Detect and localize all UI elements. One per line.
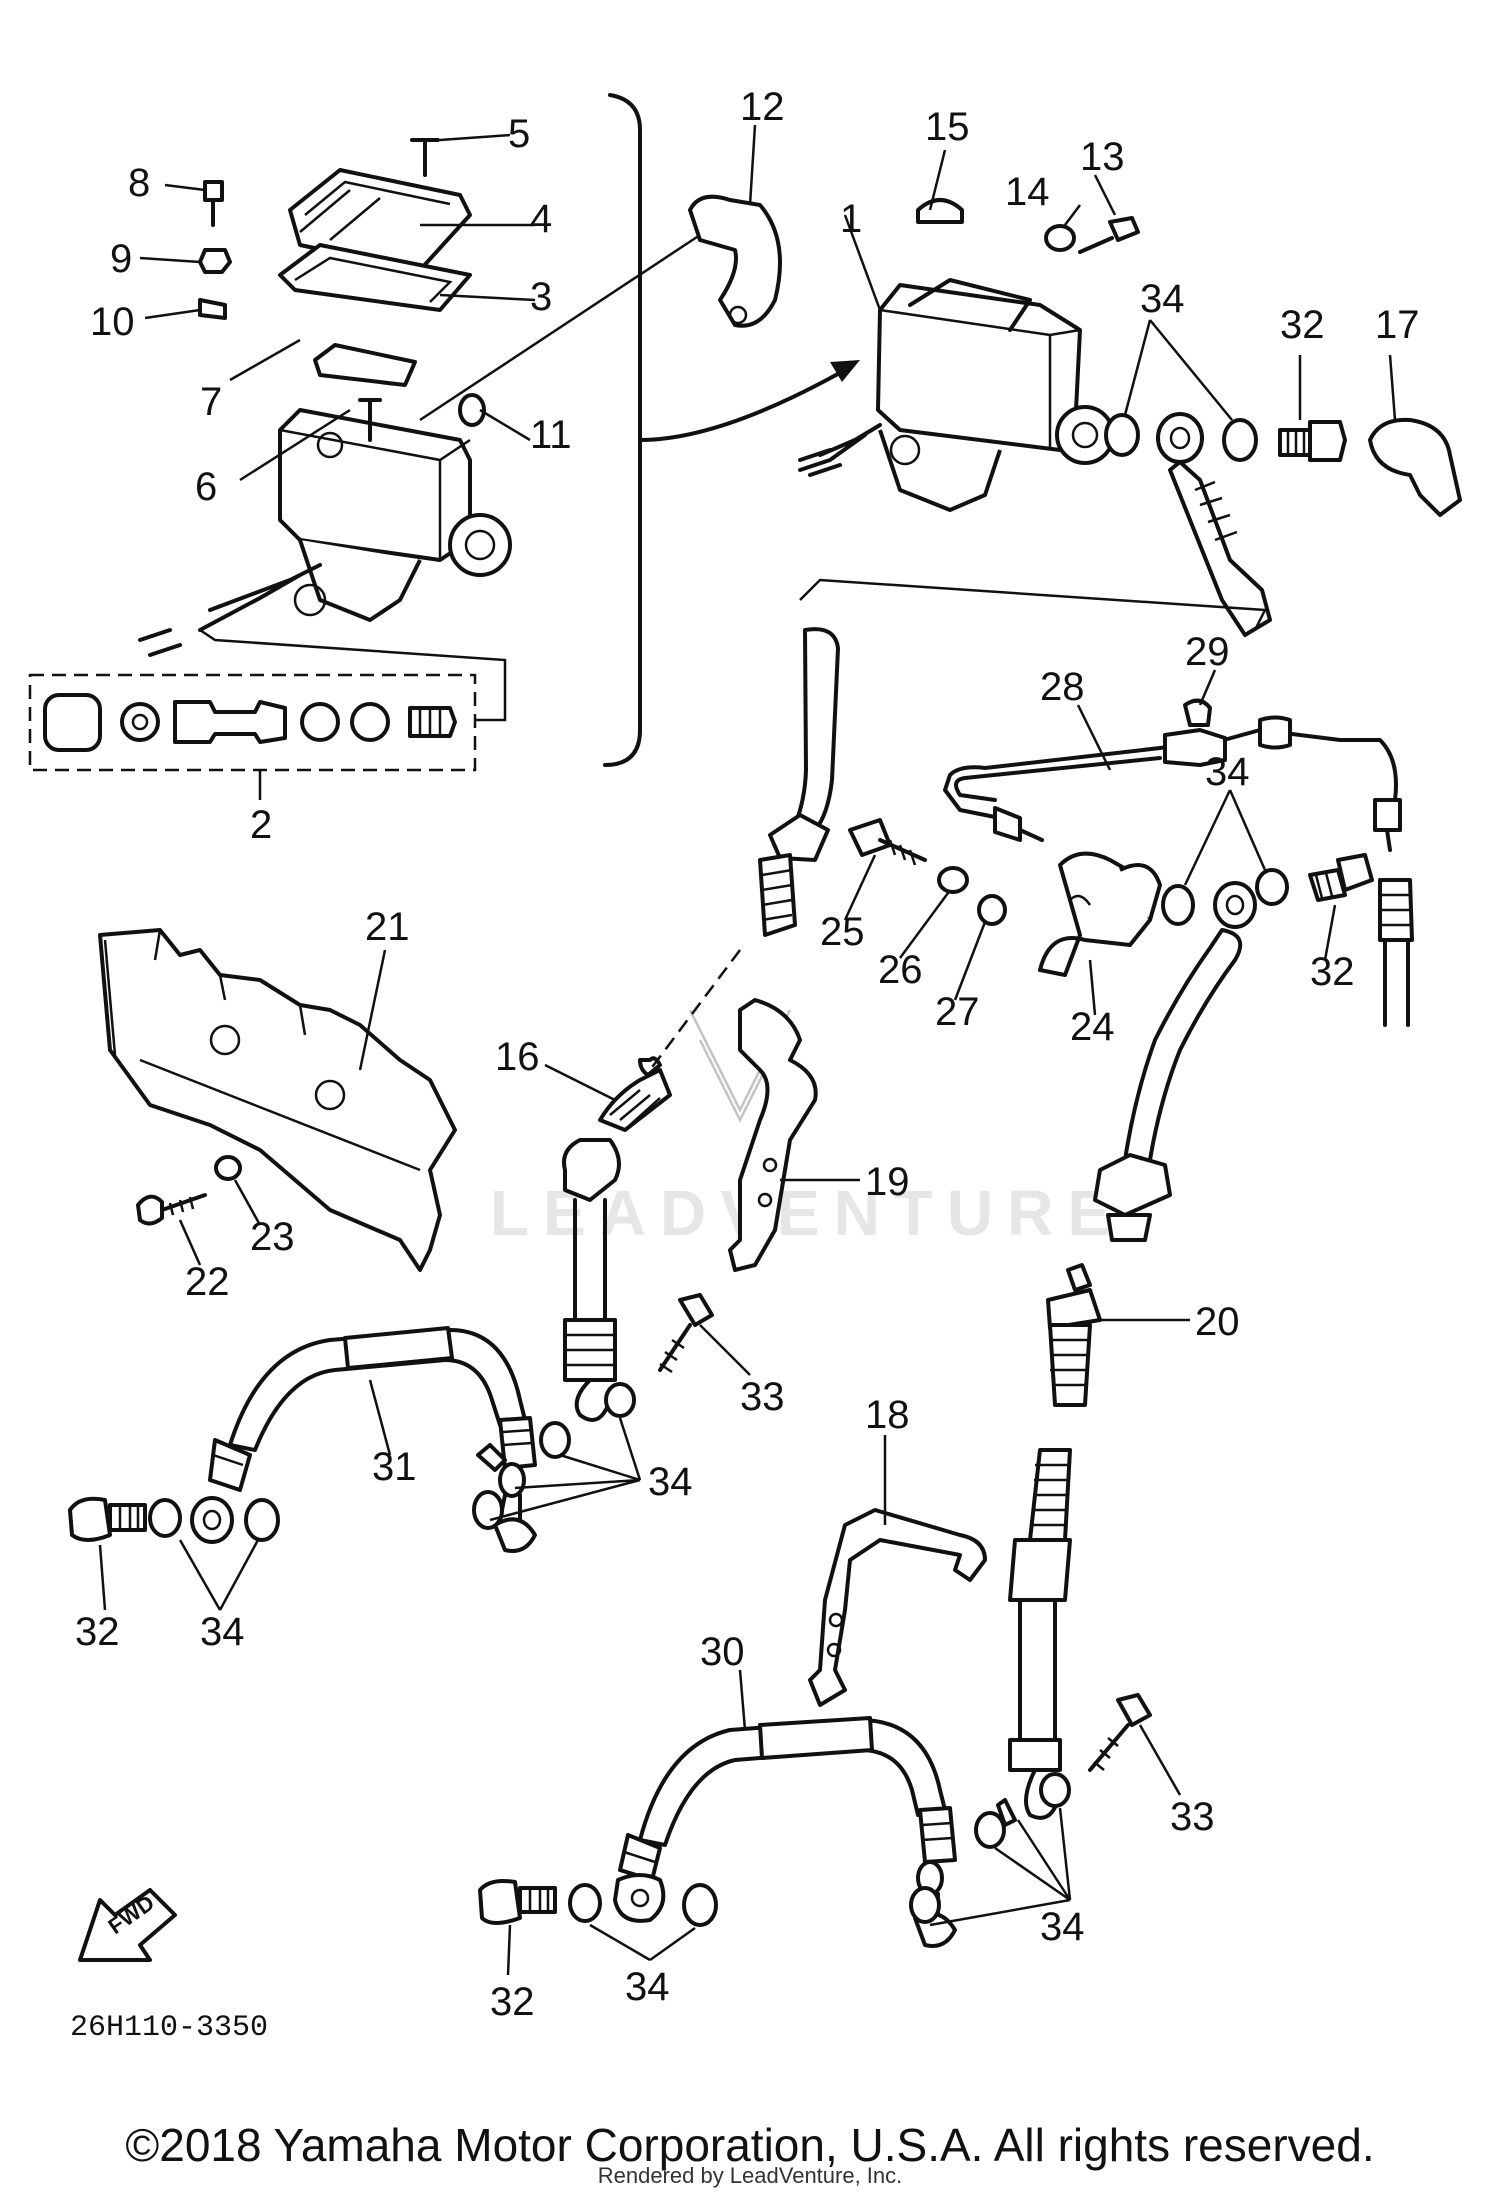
callout-22: 22 xyxy=(185,1260,230,1304)
callout-3: 3 xyxy=(530,275,552,319)
callout-34-e: 34 xyxy=(1040,1905,1085,1949)
callout-32-a: 32 xyxy=(1280,303,1325,347)
brake-joint-24 xyxy=(1038,851,1162,977)
clamp-holder xyxy=(688,194,782,328)
callout-20: 20 xyxy=(1195,1300,1240,1344)
union-bolt-washers xyxy=(848,818,1007,926)
callout-32-d: 32 xyxy=(490,1980,535,2024)
cover-21 xyxy=(98,928,457,1272)
union-bolt-32-bottom xyxy=(478,1879,718,1927)
callout-34-f: 34 xyxy=(625,1965,670,2009)
callout-32-c: 32 xyxy=(75,1610,120,1654)
brake-hose-31 xyxy=(208,1326,537,1553)
brake-hose-30 xyxy=(613,1716,957,1948)
callout-1: 1 xyxy=(840,197,862,241)
callout-30: 30 xyxy=(700,1630,745,1674)
callout-21: 21 xyxy=(365,905,410,949)
bolt-33-right xyxy=(1088,1693,1152,1772)
master-cylinder-exploded xyxy=(28,133,536,800)
callout-4: 4 xyxy=(530,197,552,241)
callout-13: 13 xyxy=(1080,135,1125,179)
callout-32-b: 32 xyxy=(1310,950,1355,994)
callout-34-a: 34 xyxy=(1140,277,1185,321)
callout-18: 18 xyxy=(865,1393,910,1437)
copyright-notice: ©2018 Yamaha Motor Corporation, U.S.A. A… xyxy=(125,2119,1375,2171)
callout-8: 8 xyxy=(128,161,150,205)
callout-33-b: 33 xyxy=(1170,1795,1215,1839)
union-bolt-32-left xyxy=(68,1496,280,1544)
washers-34-right xyxy=(909,1772,1071,1924)
callout-6: 6 xyxy=(195,465,217,509)
callout-9: 9 xyxy=(110,237,132,281)
diagram-code: 26H110-3350 xyxy=(70,2011,268,2045)
callout-31: 31 xyxy=(372,1445,417,1489)
callout-19: 19 xyxy=(865,1160,910,1204)
callout-34-b: 34 xyxy=(1205,750,1250,794)
right-junction-parts xyxy=(1161,853,1414,1027)
callout-2: 2 xyxy=(250,803,272,847)
callout-7: 7 xyxy=(200,380,222,424)
group-bracket xyxy=(603,93,642,767)
callout-27: 27 xyxy=(935,990,980,1034)
fwd-arrow: FWD xyxy=(78,1888,177,1962)
callout-5: 5 xyxy=(508,112,530,156)
assembly-arrowhead xyxy=(830,360,860,382)
bolt-22-washer-23 xyxy=(136,1155,242,1226)
rendered-by-notice: Rendered by LeadVenture, Inc. xyxy=(597,2163,903,2188)
callout-33-a: 33 xyxy=(740,1375,785,1419)
callout-28: 28 xyxy=(1040,665,1085,709)
callout-16: 16 xyxy=(495,1035,540,1079)
callout-25: 25 xyxy=(820,910,865,954)
callout-26: 26 xyxy=(878,948,923,992)
hose-bracket-19 xyxy=(728,998,818,1272)
callout-34-d: 34 xyxy=(200,1610,245,1654)
hose-bracket-18 xyxy=(808,1508,987,1707)
callout-labels: 5 8 4 9 3 10 7 11 6 2 12 15 13 14 1 34 3… xyxy=(75,85,1420,2024)
brake-pipe-28 xyxy=(943,698,1402,852)
callout-24: 24 xyxy=(1070,1005,1115,1049)
callout-14: 14 xyxy=(1005,170,1050,214)
callout-34-c: 34 xyxy=(648,1460,693,1504)
brake-hose-16 xyxy=(562,627,840,1422)
callout-12: 12 xyxy=(740,85,785,129)
callout-11: 11 xyxy=(530,413,572,457)
master-cylinder-assembled xyxy=(798,198,1462,637)
bolt-33-left xyxy=(658,1293,714,1374)
callout-10: 10 xyxy=(90,300,135,344)
callout-29: 29 xyxy=(1185,630,1230,674)
callout-17: 17 xyxy=(1375,303,1420,347)
brake-hose-20 xyxy=(1008,928,1243,1820)
assembly-arrow xyxy=(638,368,847,442)
callout-15: 15 xyxy=(925,105,970,149)
callout-23: 23 xyxy=(250,1215,295,1259)
